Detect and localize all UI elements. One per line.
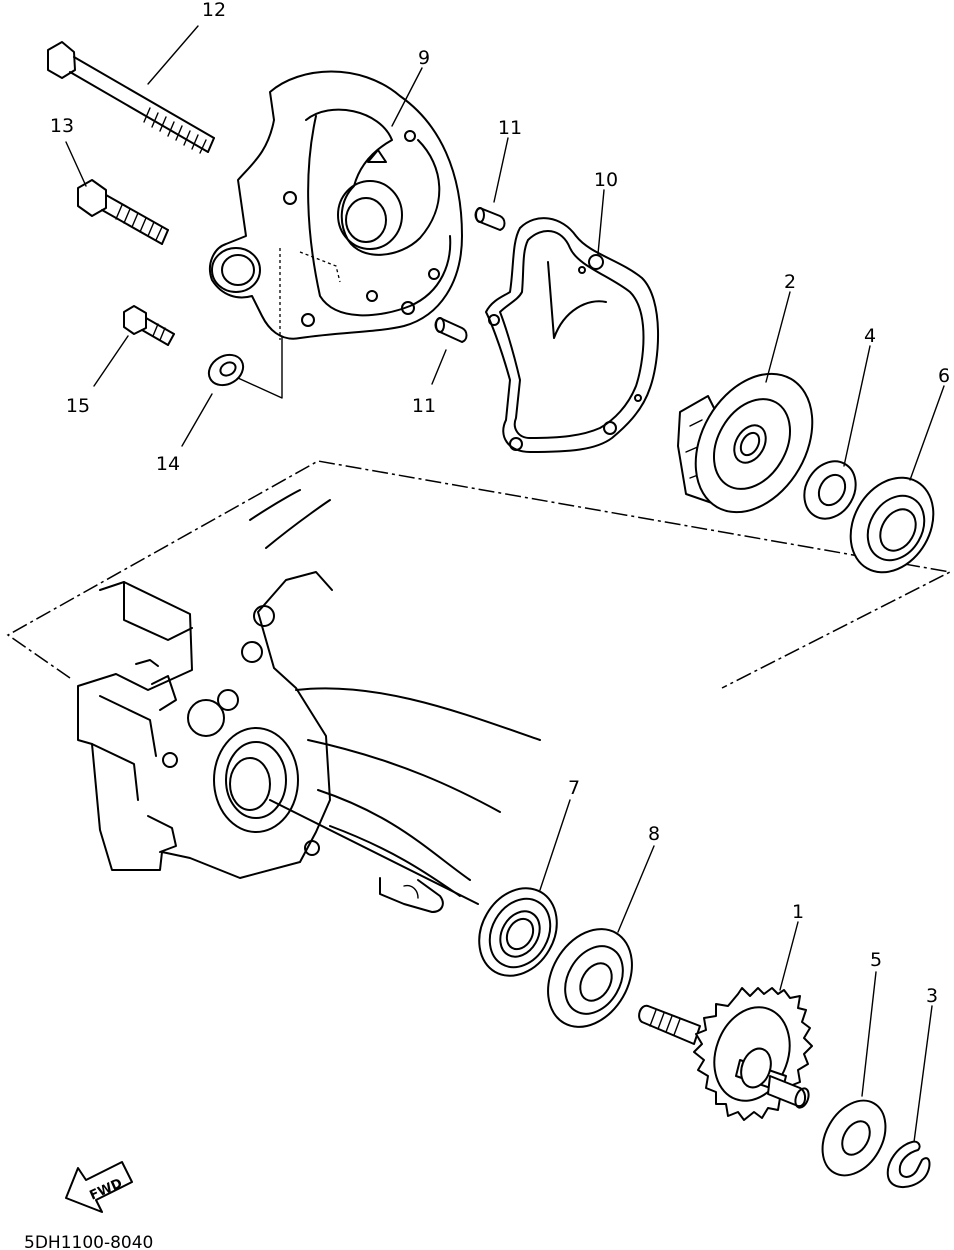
washer-part-5: [810, 1089, 898, 1186]
pump-housing-cover-part-9: [210, 72, 462, 341]
oil-seal-part-6: [834, 463, 950, 588]
callout-15: 15: [66, 395, 90, 417]
callout-14: 14: [156, 453, 180, 475]
callout-8: 8: [648, 823, 660, 845]
callout-11-lower: 11: [412, 395, 436, 417]
callout-12: 12: [202, 0, 226, 21]
dowel-pin-part-11-lower: [436, 318, 467, 342]
gasket-part-10: [486, 218, 658, 452]
short-bolt-part-13: [78, 180, 168, 244]
callout-4: 4: [864, 325, 876, 347]
circlip-part-3: [888, 1142, 930, 1187]
callout-10: 10: [594, 169, 618, 191]
impeller-part-2: [672, 353, 836, 533]
callout-1: 1: [792, 901, 804, 923]
bearing-part-8: [531, 914, 649, 1042]
callout-13: 13: [50, 115, 74, 137]
callout-5: 5: [870, 949, 882, 971]
callout-2: 2: [784, 271, 796, 293]
callout-9: 9: [418, 47, 430, 69]
callout-3: 3: [926, 985, 938, 1007]
callout-11-upper: 11: [498, 117, 522, 139]
crankcase: [78, 490, 540, 912]
diagram-code: 5DH1100-8040: [24, 1233, 153, 1250]
fwd-direction-arrow: FWD: [66, 1162, 132, 1212]
impeller-shaft-part-1: [639, 988, 812, 1120]
dowel-pin-part-11-upper: [476, 208, 505, 230]
callout-7: 7: [568, 777, 580, 799]
small-bolt-part-15: [124, 306, 174, 345]
callout-6: 6: [938, 365, 950, 387]
leader-lines: [66, 26, 944, 1142]
bearing-part-7: [464, 874, 572, 990]
long-bolt-part-12: [48, 42, 214, 153]
